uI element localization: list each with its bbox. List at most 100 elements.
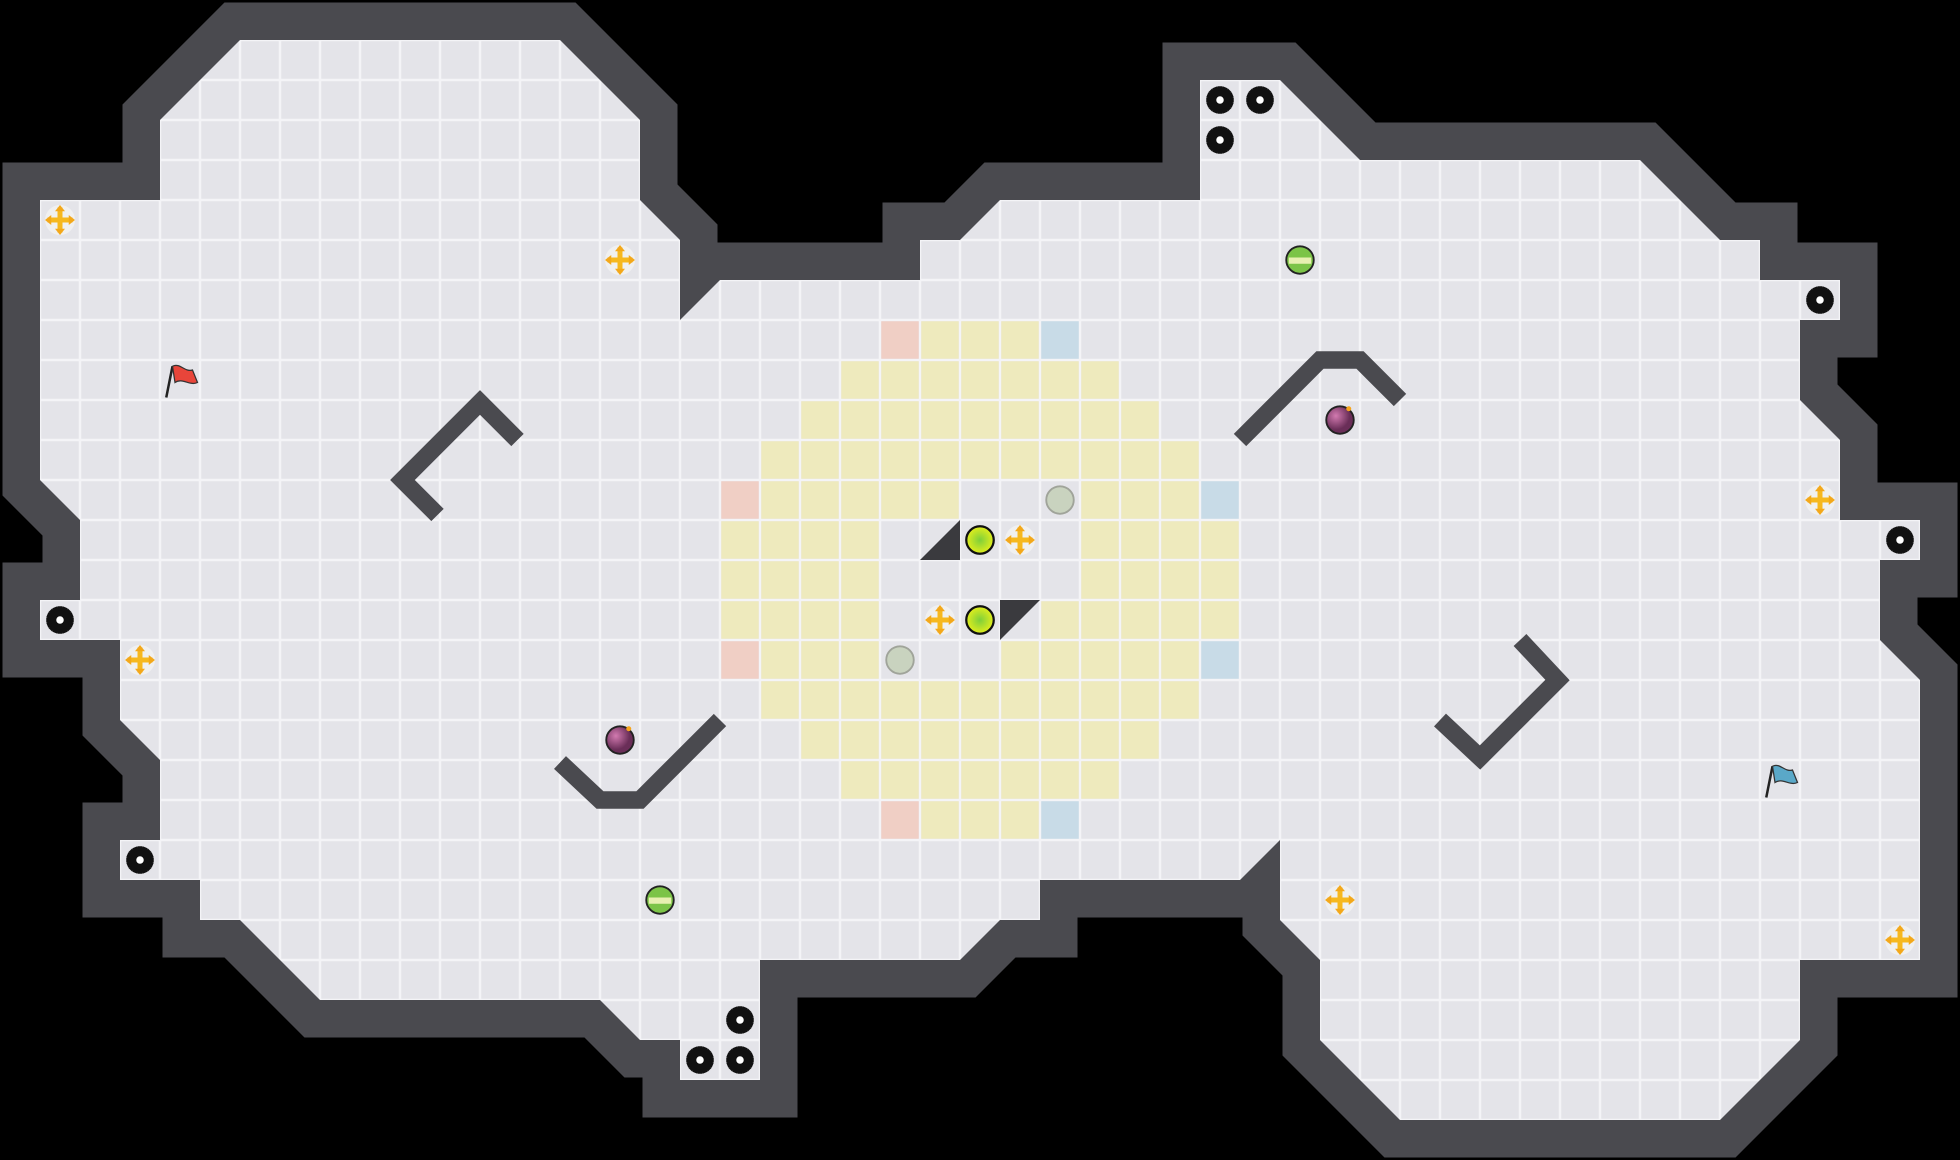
zone-tile [801, 601, 839, 639]
neutral-spot-icon [885, 645, 915, 675]
wall-segment [390, 390, 524, 522]
striped-powerup-icon [1285, 245, 1315, 275]
zone-tile [841, 761, 879, 799]
zone-tile [1081, 521, 1119, 559]
spike-gear-icon [1206, 126, 1234, 154]
wall-segment [554, 713, 727, 809]
zone-tile [801, 441, 839, 479]
zone-tile [1121, 521, 1159, 559]
zone-tile [841, 601, 879, 639]
zone-tile [1121, 401, 1159, 439]
zone-tile [721, 561, 759, 599]
zone-tile [1081, 441, 1119, 479]
capture-zone [721, 321, 1239, 839]
zone-tile [841, 681, 879, 719]
spike-gear-icon [1206, 86, 1234, 114]
zone-tile [921, 361, 959, 399]
zone-tile [761, 641, 799, 679]
zone-tile [1041, 441, 1079, 479]
blue-flag-icon [1765, 764, 1799, 798]
zone-tile [841, 481, 879, 519]
zone-tile [1201, 521, 1239, 559]
zone-tile [881, 441, 919, 479]
blue-base-tile [1041, 801, 1079, 839]
zone-tile [961, 681, 999, 719]
zone-tile [961, 401, 999, 439]
zone-tile [801, 721, 839, 759]
zone-tile [761, 441, 799, 479]
zone-tile [1201, 561, 1239, 599]
zone-tile [1041, 761, 1079, 799]
zone-tile [961, 801, 999, 839]
zone-tile [1161, 441, 1199, 479]
zone-tile [1041, 401, 1079, 439]
zone-tile [1001, 721, 1039, 759]
red-base-tile [881, 801, 919, 839]
boost-arrows-icon [605, 245, 635, 275]
inner-walls [390, 351, 1570, 809]
zone-tile [1161, 681, 1199, 719]
zone-tile [1081, 721, 1119, 759]
spike-gear-icon [1246, 86, 1274, 114]
zone-tile [921, 481, 959, 519]
boost-arrows-icon [125, 645, 155, 675]
zone-tile [841, 361, 879, 399]
zone-tile [1081, 761, 1119, 799]
zone-tile [761, 481, 799, 519]
wall-wedge [920, 520, 960, 560]
zone-tile [921, 321, 959, 359]
zone-tile [1121, 481, 1159, 519]
zone-tile [801, 481, 839, 519]
yellow-ball-icon [965, 525, 995, 555]
zone-tile [961, 321, 999, 359]
spike-gear-icon [46, 606, 74, 634]
spike-gear-icon [726, 1046, 754, 1074]
spike-gear-icon [726, 1006, 754, 1034]
zone-tile [921, 721, 959, 759]
bomb-icon [1325, 405, 1355, 435]
zone-tile [841, 561, 879, 599]
zone-tile [841, 401, 879, 439]
zone-tile [1081, 401, 1119, 439]
zone-tile [1001, 681, 1039, 719]
zone-tile [1001, 361, 1039, 399]
zone-tile [1081, 561, 1119, 599]
yellow-ball-icon [965, 605, 995, 635]
zone-tile [761, 521, 799, 559]
spike-gear-icon [1806, 286, 1834, 314]
zone-tile [1081, 481, 1119, 519]
zone-tile [1121, 561, 1159, 599]
zone-tile [921, 441, 959, 479]
zone-tile [1041, 641, 1079, 679]
zone-tile [1001, 321, 1039, 359]
red-base-tile [721, 641, 759, 679]
wall-segment [1233, 351, 1407, 447]
red-flag-icon [165, 364, 199, 398]
zone-tile [1001, 401, 1039, 439]
zone-tile [1121, 681, 1159, 719]
zone-tile [1041, 681, 1079, 719]
zone-tile [1161, 521, 1199, 559]
zone-tile [961, 361, 999, 399]
zone-tile [801, 401, 839, 439]
zone-tile [721, 521, 759, 559]
boost-arrows-icon [1005, 525, 1035, 555]
zone-tile [1161, 601, 1199, 639]
zone-tile [1001, 641, 1039, 679]
boost-arrows-icon [1325, 885, 1355, 915]
zone-tile [881, 401, 919, 439]
zone-tile [1001, 761, 1039, 799]
zone-tile [921, 761, 959, 799]
boost-arrows-icon [1885, 925, 1915, 955]
spike-gear-icon [686, 1046, 714, 1074]
zone-tile [1161, 481, 1199, 519]
zone-tile [1121, 641, 1159, 679]
zone-tile [1201, 601, 1239, 639]
zone-tile [881, 721, 919, 759]
zone-tile [1081, 361, 1119, 399]
zone-tile [921, 401, 959, 439]
zone-tile [961, 721, 999, 759]
blue-base-tile [1201, 641, 1239, 679]
zone-tile [841, 441, 879, 479]
